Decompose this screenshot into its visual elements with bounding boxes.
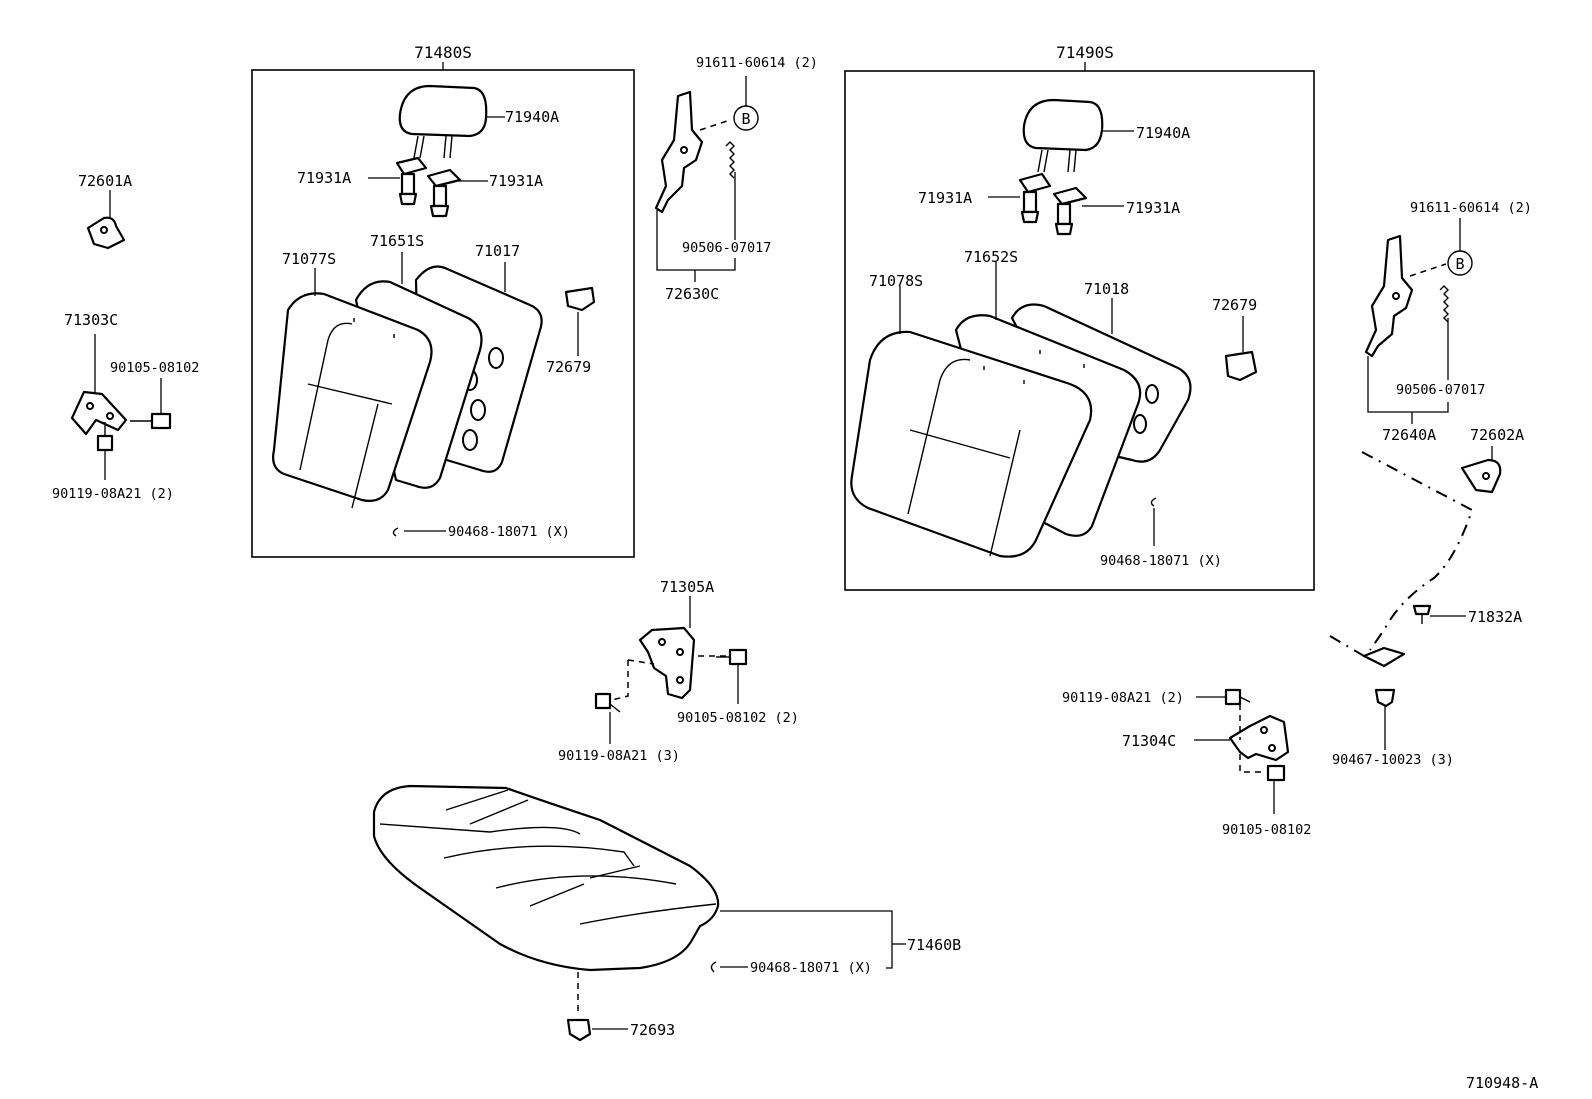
hog-ring-left-icon[interactable] (392, 527, 399, 537)
label-cable-nut[interactable]: 90467-10023 (3) (1332, 752, 1454, 768)
bolt-right-bottom[interactable] (1266, 764, 1286, 782)
right-seatback-group: 71490S 71940A 71931A 71931A (844, 43, 1315, 591)
label-bolt-left-bottom[interactable]: 90119-08A21 (2) (52, 486, 174, 502)
label-pad-right[interactable]: 71652S (964, 248, 1018, 266)
right-seatback-frame-box (844, 70, 1315, 591)
label-lock-center[interactable]: 72630C (665, 285, 719, 303)
label-pin-center[interactable]: 91611-60614 (2) (696, 55, 818, 71)
headrest-support-right-b[interactable] (1052, 186, 1088, 236)
hinge-right[interactable] (1228, 714, 1290, 762)
label-headrest-left[interactable]: 71940A (505, 108, 559, 126)
hog-ring-cushion-icon[interactable] (710, 961, 717, 973)
spring-right-icon[interactable] (1439, 285, 1449, 323)
label-cover-right[interactable]: 71078S (869, 272, 923, 290)
label-frame-left[interactable]: 71017 (475, 242, 520, 260)
label-latch-cover-left[interactable]: 72679 (546, 358, 591, 376)
label-cable-clip[interactable]: 71832A (1468, 608, 1522, 626)
label-cushion-clip[interactable]: 72693 (630, 1021, 675, 1039)
right-lock-assembly: B 91611-60614 (2) 90506-07017 72640A (1364, 200, 1532, 444)
label-support-left-b[interactable]: 71931A (489, 172, 543, 190)
label-pin-right[interactable]: 91611-60614 (2) (1410, 200, 1532, 216)
release-cable (1361, 451, 1474, 651)
headrest-support-right-a[interactable] (1018, 172, 1052, 224)
headrest-right[interactable] (1022, 98, 1104, 173)
center-lock-assembly: B 91611-60614 (2) 90506-07017 72630C (654, 55, 818, 303)
label-bolt-center-right[interactable]: 90105-08102 (2) (677, 710, 799, 726)
label-hog-ring-cushion[interactable]: 90468-18071 (X) (750, 960, 872, 976)
label-71490S[interactable]: 71490S (1056, 43, 1114, 62)
label-bolt-left-top[interactable]: 90105-08102 (110, 360, 199, 376)
label-hinge-left[interactable]: 71303C (64, 311, 118, 329)
label-hog-ring-left[interactable]: 90468-18071 (X) (448, 524, 570, 540)
label-striker-left[interactable]: 72601A (78, 172, 132, 190)
label-spring-center[interactable]: 90506-07017 (682, 240, 771, 256)
diagram-code: 710948-A (1466, 1074, 1538, 1092)
bolt-center-left[interactable] (594, 692, 621, 713)
headrest-support-left-b[interactable] (426, 168, 462, 218)
label-cushion[interactable]: 71460B (907, 936, 961, 954)
left-seatback-group: 71480S 71940A 71931A 71931A (251, 43, 635, 558)
label-frame-right[interactable]: 71018 (1084, 280, 1129, 298)
hinge-center[interactable] (638, 626, 696, 700)
bolt-left-top[interactable] (130, 412, 172, 430)
bolt-right-top[interactable] (1224, 688, 1251, 706)
headrest-left[interactable] (398, 84, 488, 159)
hog-ring-right-icon[interactable] (1150, 497, 1157, 507)
label-hinge-right[interactable]: 71304C (1122, 732, 1176, 750)
label-bolt-right-bottom[interactable]: 90105-08102 (1222, 822, 1311, 838)
label-support-left-a[interactable]: 71931A (297, 169, 351, 187)
label-cover-left[interactable]: 71077S (282, 250, 336, 268)
label-bolt-center-left[interactable]: 90119-08A21 (3) (558, 748, 680, 764)
cable-nut[interactable] (1374, 688, 1396, 708)
label-ref-b-right: B (1455, 255, 1464, 273)
hinge-left[interactable] (70, 390, 128, 436)
label-71480S[interactable]: 71480S (414, 43, 472, 62)
bolt-center-right[interactable] (716, 648, 748, 666)
label-hog-ring-right[interactable]: 90468-18071 (X) (1100, 553, 1222, 569)
label-latch-cover-right[interactable]: 72679 (1212, 296, 1257, 314)
label-pad-left[interactable]: 71651S (370, 232, 424, 250)
label-striker-right[interactable]: 72602A (1470, 426, 1524, 444)
latch-cover-right[interactable] (1224, 350, 1258, 382)
label-lock-right[interactable]: 72640A (1382, 426, 1436, 444)
seat-cushion[interactable] (372, 784, 720, 972)
label-ref-b-center: B (741, 110, 750, 128)
cable-bracket[interactable] (1362, 646, 1406, 668)
striker-right[interactable] (1460, 458, 1502, 494)
striker-left[interactable] (86, 216, 126, 250)
label-bolt-right-top[interactable]: 90119-08A21 (2) (1062, 690, 1184, 706)
lock-center[interactable] (654, 90, 704, 214)
seatback-cover-right[interactable] (850, 330, 1093, 558)
label-headrest-right[interactable]: 71940A (1136, 124, 1190, 142)
latch-cover-left[interactable] (564, 286, 596, 312)
cushion-clip[interactable] (566, 1018, 592, 1042)
label-hinge-center[interactable]: 71305A (660, 578, 714, 596)
spring-center-icon[interactable] (725, 141, 735, 179)
lock-right[interactable] (1364, 234, 1414, 358)
cable-clip[interactable] (1412, 604, 1432, 624)
label-support-right-b[interactable]: 71931A (1126, 199, 1180, 217)
headrest-support-left-a[interactable] (395, 156, 428, 206)
label-support-right-a[interactable]: 71931A (918, 189, 972, 207)
label-spring-right[interactable]: 90506-07017 (1396, 382, 1485, 398)
